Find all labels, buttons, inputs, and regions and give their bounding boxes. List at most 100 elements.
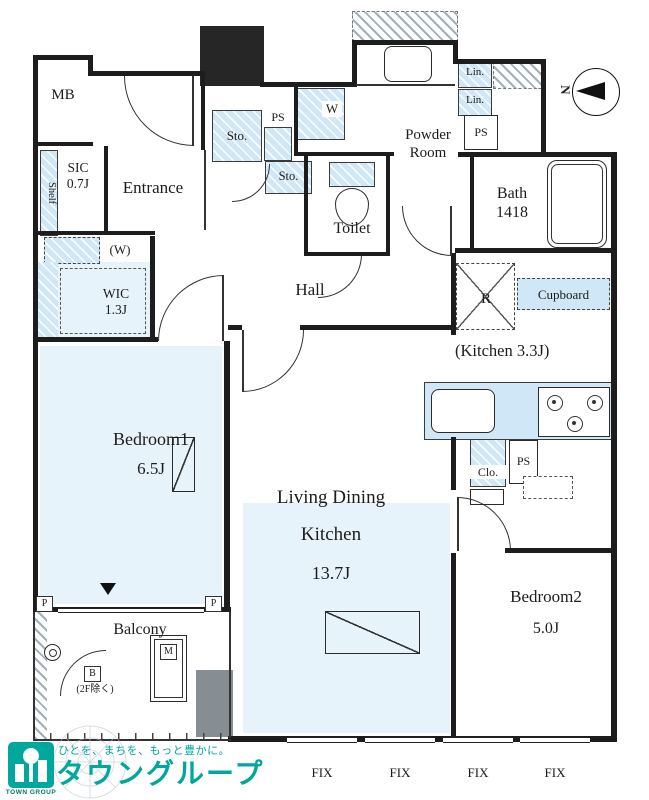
wall-segment <box>451 437 456 490</box>
shelf-unit <box>40 150 58 236</box>
toilet-tank <box>329 162 375 187</box>
wall-segment <box>453 40 458 64</box>
balcony-wall <box>33 612 35 740</box>
label-lin-a: Lin. <box>465 66 485 78</box>
wall-segment <box>451 253 456 335</box>
drain-cap <box>44 644 61 661</box>
label-cupboard: Cupboard <box>537 287 590 302</box>
label-fix-1: FIX <box>311 765 333 780</box>
ac-unit-inner <box>154 639 183 698</box>
pipe-right-box: P <box>205 596 222 612</box>
logo-building-icon <box>15 764 24 782</box>
fridge-space <box>456 263 515 330</box>
fix-window <box>365 737 435 743</box>
label-washer: W <box>322 101 342 117</box>
label-balcony: Balcony <box>113 621 167 638</box>
door-arc <box>124 76 194 146</box>
kitchen-sink <box>431 389 495 433</box>
drain-cap-inner <box>49 649 57 657</box>
burner-icon <box>587 395 603 411</box>
wall-segment <box>541 59 546 157</box>
burner-icon <box>547 395 563 411</box>
wall-segment <box>300 325 456 330</box>
door-leaf <box>457 497 459 551</box>
label-washer-hookup: (W) <box>109 242 131 257</box>
bathtub <box>547 160 607 248</box>
entrance-step-line <box>204 150 206 230</box>
label-ps-c: PS <box>516 454 531 468</box>
balcony-wall <box>229 612 231 738</box>
door-leaf <box>192 76 194 146</box>
wall-segment <box>352 40 458 45</box>
door-leaf <box>450 206 452 256</box>
door-arc <box>158 275 224 341</box>
label-mb: MB <box>51 87 75 103</box>
wall-segment <box>33 231 155 235</box>
label-lin-b: Lin. <box>465 94 485 106</box>
wic-dashed-area <box>60 268 146 334</box>
logo-trunk-icon <box>29 764 33 782</box>
logo-caption: TOWN GROUP <box>5 789 57 796</box>
table-symbol <box>325 611 420 654</box>
label-sto-a: Sto. <box>226 128 248 143</box>
linen-cabinet <box>458 89 492 116</box>
wall-segment <box>294 86 298 156</box>
linen-cabinet <box>458 61 492 88</box>
wall-segment <box>304 156 308 256</box>
wall-segment <box>228 325 242 330</box>
compass-n-label: N <box>557 85 573 95</box>
label-entrance: Entrance <box>122 178 184 197</box>
label-fix-2: FIX <box>389 765 411 780</box>
burner-icon <box>567 416 583 432</box>
closet <box>470 437 506 487</box>
pipe-left-box: P <box>36 596 53 612</box>
label-ps-a: PS <box>271 110 285 124</box>
web-pattern <box>53 725 127 799</box>
balcony-side-hatch <box>35 612 47 739</box>
label-ps-b: PS <box>474 125 488 139</box>
label-fix-4: FIX <box>544 765 566 780</box>
wall-segment <box>104 146 108 235</box>
balcony-wall <box>33 739 231 741</box>
wall-segment <box>304 252 390 256</box>
label-hall: Hall <box>295 280 325 299</box>
door-arc <box>457 497 511 551</box>
wall-segment <box>260 82 356 87</box>
wall-segment <box>352 40 357 87</box>
cupboard <box>517 278 610 310</box>
pillar <box>196 670 233 737</box>
compass-needle-icon <box>576 82 605 100</box>
note-m-box: M <box>160 644 177 660</box>
fix-window <box>520 737 590 743</box>
wall-segment <box>458 152 616 157</box>
bed-symbol <box>172 437 195 492</box>
pipe-space-box <box>264 127 292 161</box>
brand-name: タウングループ <box>56 758 265 789</box>
wall-segment <box>453 59 546 64</box>
sliding-door <box>58 608 204 613</box>
duct-hatch-top <box>352 11 458 42</box>
counter-line <box>356 84 455 86</box>
shaft-block <box>200 26 264 86</box>
label-closet: Clo. <box>468 465 508 480</box>
wall-segment <box>33 142 93 146</box>
brand-logo-icon <box>8 742 54 788</box>
wall-segment <box>88 55 93 76</box>
wall-segment <box>470 157 474 248</box>
wall-segment <box>611 152 617 742</box>
fix-window <box>443 737 513 743</box>
door-arc <box>402 206 452 256</box>
label-shelf: Shelf <box>46 181 57 205</box>
door-leaf <box>242 330 244 392</box>
toilet-bowl <box>335 188 369 226</box>
wall-segment <box>451 553 456 736</box>
logo-building-icon <box>38 760 47 782</box>
brand-tagline: ひとを、まちを、もっと豊かに。 <box>58 745 231 757</box>
